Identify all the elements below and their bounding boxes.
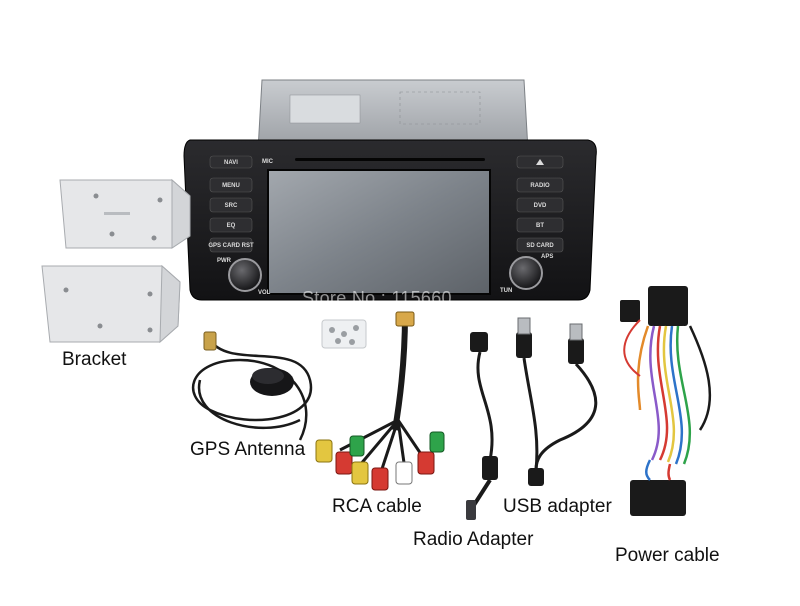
radio-button[interactable] [516,177,564,193]
bracket-lower [41,264,181,344]
radio-adapter-label: Radio Adapter [413,529,534,550]
bracket-upper [59,178,191,249]
menu-button[interactable] [209,177,253,193]
right-button-column: RADIO DVD BT SD CARD [516,155,564,253]
power-cable-label: Power cable [615,545,720,566]
sd-card-button[interactable] [516,237,564,253]
src-button-label: SRC [225,203,238,209]
navi-button-label: NAVI [224,160,238,166]
rca-cable [315,311,445,491]
vol-label: VOL [258,290,271,296]
gps-card-rst-button[interactable] [209,237,253,253]
tun-label: TUN [500,288,512,294]
eq-button-label: EQ [227,223,236,229]
bracket-label: Bracket [62,349,127,370]
eject-icon [536,159,544,165]
chassis-vents [399,91,481,125]
power-cable [620,286,712,516]
volume-knob[interactable] [228,258,262,292]
navi-button[interactable] [209,155,253,169]
bt-button[interactable] [516,217,564,233]
head-unit: NAVI MENU SRC EQ GPS CARD RST MIC RADIO … [183,79,597,301]
dvd-button-label: DVD [534,203,547,209]
screws-bag [321,319,367,349]
radio-adapter [466,332,498,520]
display-screen [267,169,491,295]
usb-adapter-label: USB adapter [503,496,612,517]
tune-knob[interactable] [509,256,543,290]
bt-button-label: BT [536,223,544,229]
src-button[interactable] [209,197,253,213]
left-button-column: NAVI MENU SRC EQ GPS CARD RST [208,155,254,253]
gps-card-rst-button-label: GPS CARD RST [208,243,254,249]
store-watermark: Store No.: 115660 [302,288,452,308]
usb-adapter [516,317,598,486]
pwr-label: PWR [217,258,232,264]
gps-antenna-label: GPS Antenna [190,439,306,460]
chassis-label-sticker [289,94,361,124]
sd-card-button-label: SD CARD [526,243,554,249]
aps-label: APS [541,254,553,260]
mic-label: MIC [262,159,274,165]
radio-button-label: RADIO [530,183,550,189]
eq-button[interactable] [209,217,253,233]
menu-button-label: MENU [222,183,240,189]
rca-cable-label: RCA cable [332,496,422,517]
disc-slot [295,158,485,161]
dvd-button[interactable] [516,197,564,213]
gps-antenna [191,331,313,441]
